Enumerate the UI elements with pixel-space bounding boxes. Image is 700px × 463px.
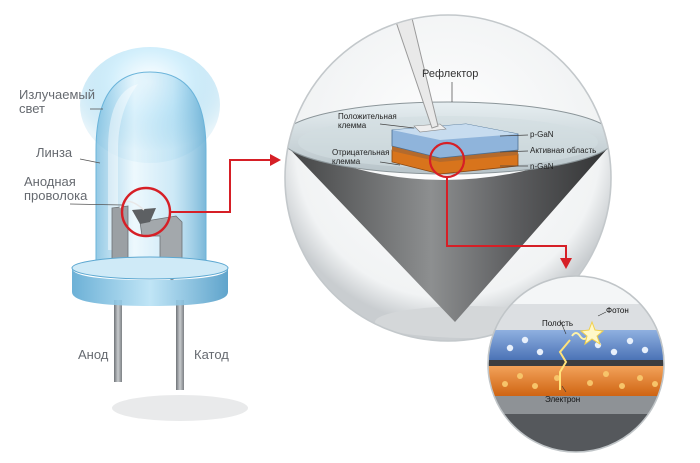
zoom-arrow-1 — [170, 159, 272, 213]
label-lens: Линза — [36, 145, 73, 160]
label-n-gan: n-GaN — [530, 162, 554, 171]
cathode-lead — [176, 300, 184, 390]
n-gan-band — [488, 366, 664, 396]
leader-electron — [561, 385, 567, 393]
leader-negative-terminal — [379, 161, 401, 166]
electrons — [502, 371, 658, 389]
junction-magnification — [487, 275, 665, 453]
led-shadow — [112, 395, 248, 421]
leader-hole — [559, 319, 567, 335]
label-negative-terminal: Отрицательная клемма — [332, 148, 390, 166]
bond-wire — [391, 15, 439, 129]
led-rim — [72, 268, 228, 306]
zoom-arrow-2 — [446, 177, 567, 262]
anode-lead — [114, 300, 122, 382]
zoom-arrowhead-1 — [270, 154, 281, 166]
label-p-gan: p-GaN — [530, 130, 554, 139]
chip-magnification — [284, 14, 612, 342]
leader-active-region — [499, 150, 529, 153]
led-cup — [132, 208, 156, 224]
zoom-arrowhead-2 — [560, 258, 572, 269]
label-anode: Анод — [78, 347, 109, 362]
holes — [506, 336, 649, 356]
label-positive-terminal: Положительная клемма — [338, 112, 397, 130]
leader-p-gan — [499, 134, 529, 137]
label-cathode: Катод — [194, 347, 229, 362]
label-anode-wire: Анодная проволока — [24, 174, 88, 203]
label-emitted-light: Излучаемый свет — [19, 87, 96, 116]
recombination-path — [558, 339, 571, 390]
leader-anode-wire — [69, 203, 123, 206]
leader-lens — [79, 158, 101, 164]
photon-burst-icon — [579, 320, 605, 346]
label-active-region: Активная область — [530, 146, 597, 155]
p-gan-band — [488, 330, 664, 360]
label-hole: Полость — [542, 319, 574, 328]
label-reflector: Рефлектор — [422, 68, 479, 80]
junction-lens-border — [487, 275, 665, 453]
led-rim-top — [71, 256, 229, 280]
anode-wire — [119, 200, 145, 211]
label-electron: Электрон — [545, 395, 581, 404]
led-illustration — [69, 47, 281, 421]
top-layer — [488, 304, 664, 332]
substrate-dark — [488, 414, 664, 452]
chip-lens-border — [284, 14, 612, 342]
leader-positive-terminal — [379, 123, 415, 129]
label-photon: Фотон — [606, 306, 629, 315]
leader-photon — [597, 311, 607, 317]
active-band — [488, 360, 664, 366]
